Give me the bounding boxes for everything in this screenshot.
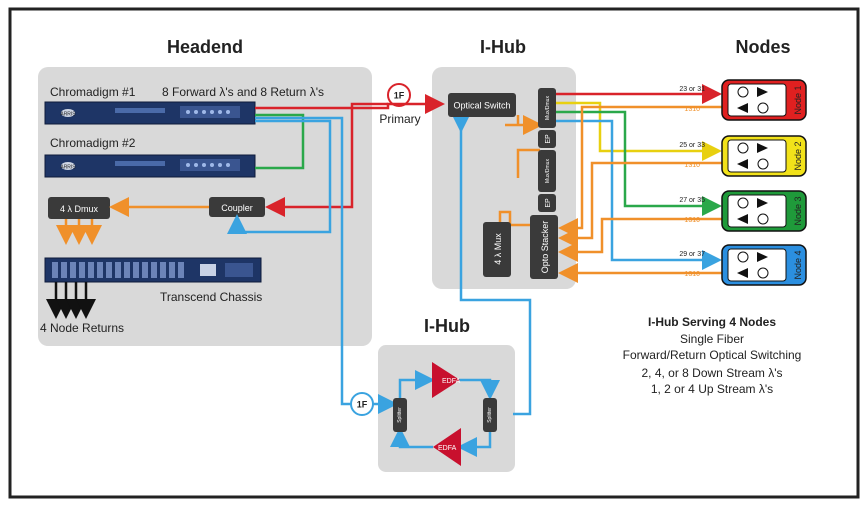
edfa-top-label: EDFA <box>442 378 461 385</box>
optical-switch-label: Optical Switch <box>453 101 510 111</box>
transcend-chassis <box>44 257 262 283</box>
rack-badge-1: ARRIS <box>60 112 76 118</box>
edfa-top-icon <box>432 362 460 398</box>
node-transmitter-icon <box>757 158 769 170</box>
node-return-icon <box>737 214 748 224</box>
info-line1: Single Fiber <box>680 332 744 346</box>
opto-stacker-label: Opto Stacker <box>540 221 550 274</box>
info-line2: Forward/Return Optical Switching <box>623 348 802 362</box>
info-title: I-Hub Serving 4 Nodes <box>648 315 776 329</box>
headend-heading: Headend <box>167 37 243 57</box>
node-return-wavelength-1: 1310 <box>684 106 700 113</box>
node-forward-icon <box>757 87 768 97</box>
chromadigm2-rack <box>44 154 256 178</box>
node-return-wavelength-4: 1310 <box>684 271 700 278</box>
chromadigm2-label: Chromadigm #2 <box>50 136 136 150</box>
splitter-left-label: Splitter <box>397 407 403 423</box>
chromadigm1-label: Chromadigm #1 <box>50 85 136 99</box>
node-return-icon <box>737 159 748 169</box>
mux-dmux-middle-label: Mux/Dmux <box>545 159 551 183</box>
ihub-bottom-heading: I-Hub <box>424 316 470 336</box>
chromadigm1-rack <box>44 101 256 125</box>
node-returns-label: 4 Node Returns <box>40 321 124 335</box>
node-return-wavelength-3: 1310 <box>684 217 700 224</box>
lambdas-note: 8 Forward λ's and 8 Return λ's <box>162 85 324 99</box>
edfa-bottom-label: EDFA <box>438 445 457 452</box>
node-label-1: Node 1 <box>793 85 803 114</box>
fiber-badge-primary-text: 1F <box>394 91 405 101</box>
coupler-device <box>209 197 265 217</box>
splitter-right-label: Splitter <box>487 407 493 423</box>
node-return-wavelength-2: 1310 <box>684 162 700 169</box>
opto-stacker <box>530 215 558 279</box>
node-forward-icon <box>757 198 768 208</box>
node-forward-icon <box>757 143 768 153</box>
node-forward-wavelength-3: 27 or 35 <box>679 197 705 204</box>
info-line3: 2, 4, or 8 Down Stream λ's <box>641 366 782 380</box>
fiber-badge-primary <box>387 83 411 107</box>
node-receiver-icon <box>737 251 749 263</box>
node-forward-wavelength-1: 23 or 31 <box>679 86 705 93</box>
mux-dmux-top-label: Mux/Dmux <box>545 96 551 120</box>
rack-badge-2: ARRIS <box>60 165 76 171</box>
chassis-label: Transcend Chassis <box>160 290 262 304</box>
node-receiver-icon <box>737 142 749 154</box>
node-forward-icon <box>757 252 768 262</box>
dmux-device <box>48 197 110 219</box>
fiber-badge-secondary-text: 1F <box>357 400 368 410</box>
node-receiver-icon <box>737 86 749 98</box>
nodes-heading: Nodes <box>735 37 790 57</box>
node-label-4: Node 4 <box>793 250 803 279</box>
mux-dmux-middle <box>538 150 556 192</box>
node-return-icon <box>737 103 748 113</box>
coupler-label: Coupler <box>221 203 253 213</box>
ep-middle <box>538 194 556 212</box>
optical-switch <box>448 93 516 117</box>
ep-middle-label: EP <box>545 198 552 208</box>
mux4-device <box>483 222 511 277</box>
fiber-lines <box>46 84 722 457</box>
mux-dmux-top <box>538 88 556 128</box>
primary-label: Primary <box>379 112 420 126</box>
node-label-3: Node 3 <box>793 196 803 225</box>
node-receiver-icon <box>737 197 749 209</box>
splitter-left <box>393 398 407 432</box>
node-forward-wavelength-2: 25 or 33 <box>679 142 705 149</box>
node-transmitter-icon <box>757 213 769 225</box>
dmux-label: 4 λ Dmux <box>60 204 99 214</box>
node-forward-wavelength-4: 29 or 37 <box>679 251 705 258</box>
mux4-label: 4 λ Mux <box>493 233 503 265</box>
node-transmitter-icon <box>757 267 769 279</box>
ihub-bottom-panel <box>378 345 515 472</box>
edfa-bottom-icon <box>433 428 461 466</box>
splitter-right <box>483 398 497 432</box>
ep-top-label: EP <box>545 134 552 144</box>
node-return-icon <box>737 268 748 278</box>
ihub-top-heading: I-Hub <box>480 37 526 57</box>
node-transmitter-icon <box>757 102 769 114</box>
ep-top <box>538 130 556 148</box>
node-label-2: Node 2 <box>793 141 803 170</box>
info-line4: 1, 2 or 4 Up Stream λ's <box>651 382 773 396</box>
